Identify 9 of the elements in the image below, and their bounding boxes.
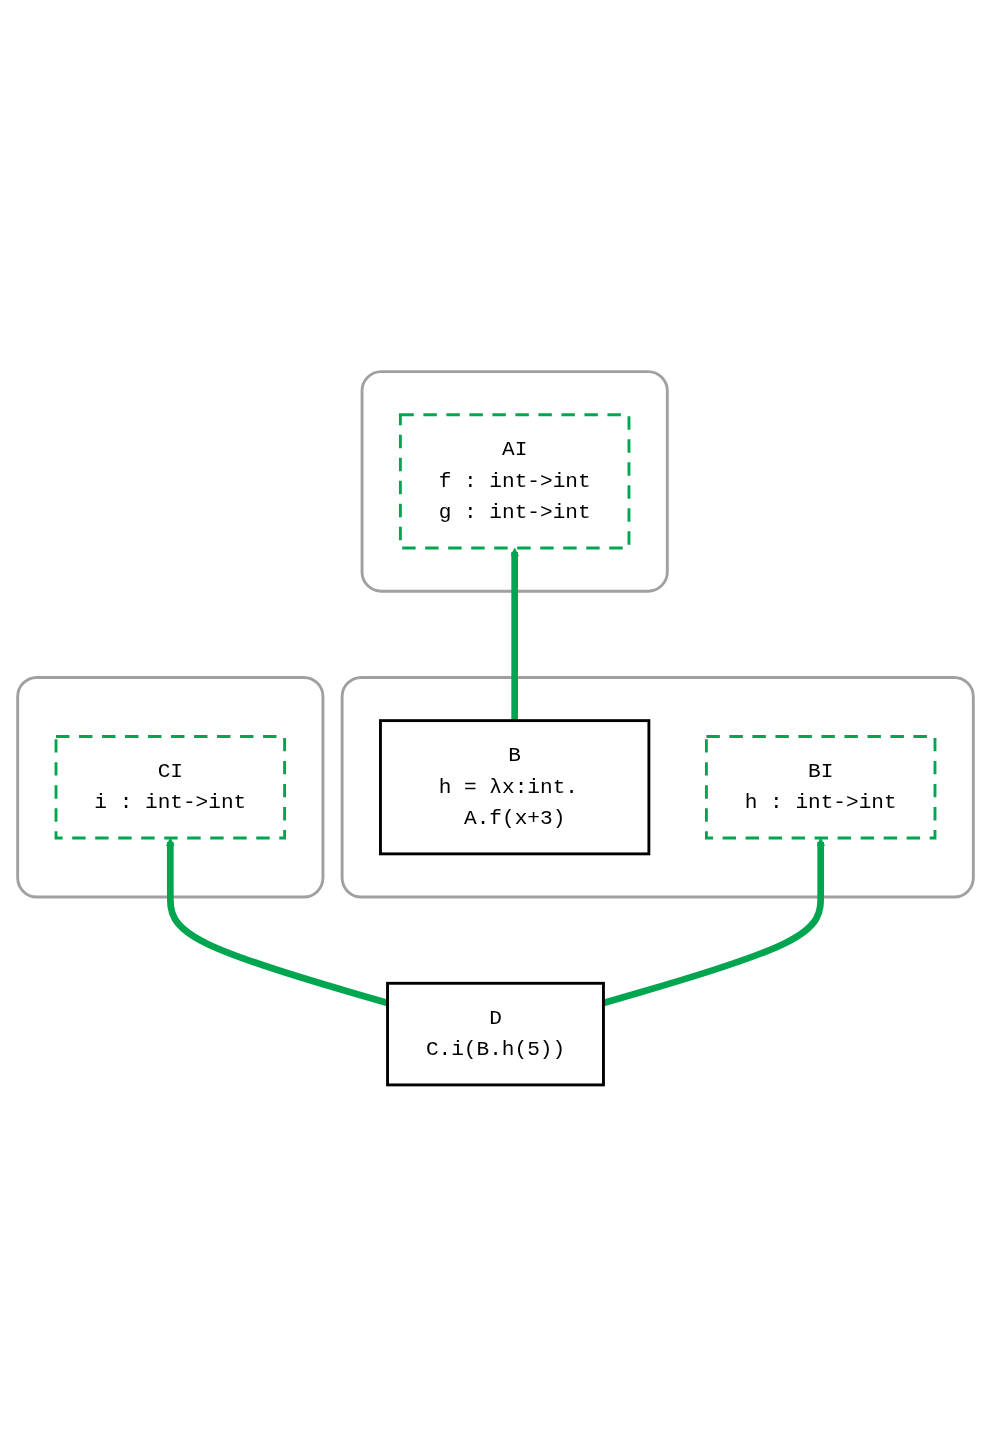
cluster [16,675,325,899]
cluster [340,675,975,899]
node-box: B h = λx:int. A.f(x+3) [379,718,651,856]
arrow [510,547,519,721]
node-box: BI h : int->int [704,734,937,840]
cluster [360,369,669,593]
node-box: D C.i(B.h(5)) [386,981,605,1087]
node-box: AI f : int->int g : int->int [398,413,631,550]
node-box: CI i : int->int [54,734,287,840]
